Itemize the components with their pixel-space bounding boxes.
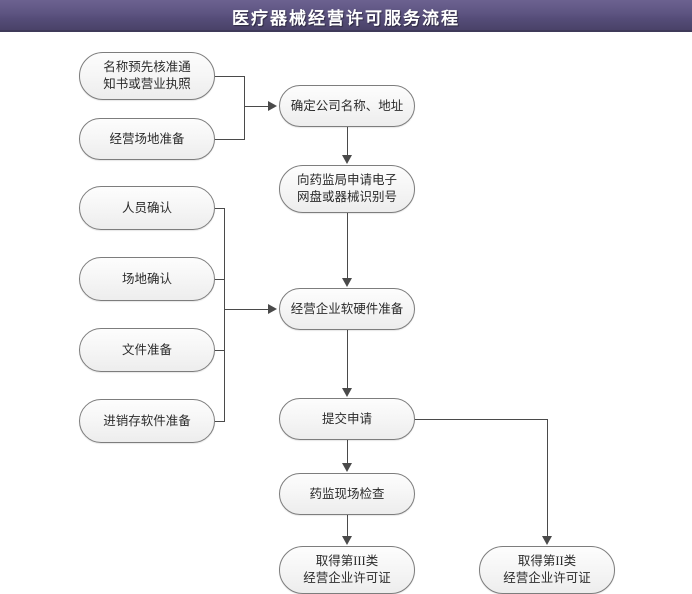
node-site-confirmation[interactable]: 场地确认 [79,257,215,301]
node-enterprise-soft-hardware-prep[interactable]: 经营企业软硬件准备 [279,288,415,330]
node-confirm-company-name-address[interactable]: 确定公司名称、地址 [279,85,415,127]
edge-merge-left-out [224,309,270,310]
arrowhead-to-n10 [342,388,352,397]
node-document-preparation[interactable]: 文件准备 [79,328,215,372]
edge-n2-stub [215,139,244,140]
edge-n7-stub [215,350,224,351]
edge-merge-top-out [244,106,270,107]
node-class-ii-license[interactable]: 取得第II类 经营企业许可证 [479,546,615,594]
edge-n4-n9 [347,213,348,279]
edge-n11-n12 [347,515,348,537]
page-title: 医疗器械经营许可服务流程 [232,8,460,28]
edge-n3-n4 [347,127,348,156]
node-personnel-confirmation[interactable]: 人员确认 [79,186,215,230]
edge-merge-top-bus [244,76,245,140]
arrowhead-to-n4 [342,155,352,164]
arrowhead-to-n13 [542,536,552,545]
edge-n9-n10 [347,330,348,389]
edge-n1-stub [215,76,244,77]
node-inventory-software-prep[interactable]: 进销存软件准备 [79,399,215,443]
edge-n8-stub [215,421,224,422]
edge-n10-n13-h [415,419,547,420]
edge-n5-stub [215,208,224,209]
arrowhead-to-n12 [342,536,352,545]
page-title-bar: 医疗器械经营许可服务流程 [0,0,692,32]
edge-n10-n13-v [547,419,548,537]
edge-n10-n11 [347,440,348,464]
node-apply-edrive-or-device-id[interactable]: 向药监局申请电子 网盘或器械识别号 [279,165,415,213]
edge-merge-left-bus [224,208,225,422]
arrowhead-to-n11 [342,463,352,472]
node-submit-application[interactable]: 提交申请 [279,398,415,440]
arrowhead-to-n9 [342,278,352,287]
node-name-approval-or-license[interactable]: 名称预先核准通 知书或营业执照 [79,52,215,100]
edge-n6-stub [215,279,224,280]
node-class-iii-license[interactable]: 取得第III类 经营企业许可证 [279,546,415,594]
arrowhead-to-n3 [268,101,277,111]
arrowhead-to-n9-left [268,304,277,314]
node-business-site-preparation[interactable]: 经营场地准备 [79,118,215,160]
node-on-site-inspection[interactable]: 药监现场检查 [279,473,415,515]
